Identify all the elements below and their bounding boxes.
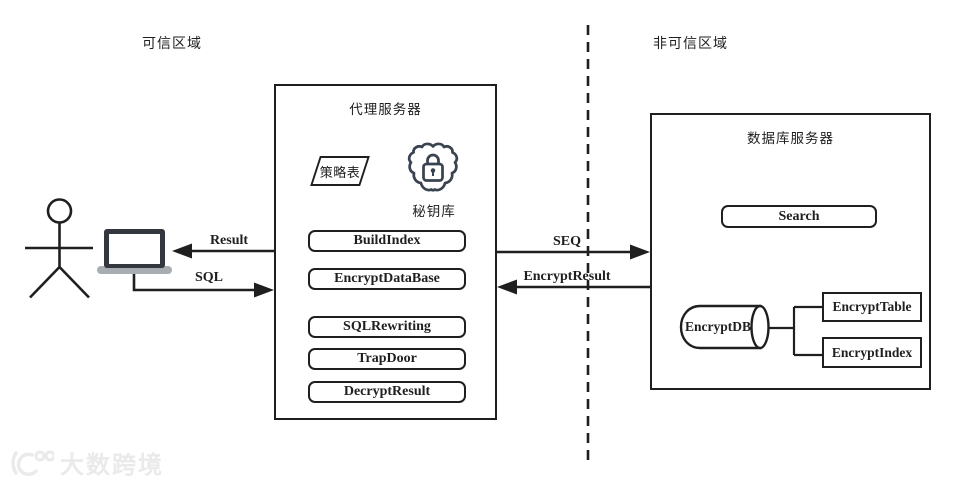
result-arrow bbox=[172, 243, 274, 259]
untrusted-zone-label: 非可信区域 bbox=[653, 37, 728, 52]
database-server-box bbox=[650, 113, 931, 390]
keystore-label: 秘钥库 bbox=[412, 204, 456, 219]
watermark-logo-icon bbox=[11, 450, 54, 476]
watermark-text: 大数跨境 bbox=[60, 453, 164, 479]
user-person-icon bbox=[25, 198, 93, 299]
encrypt-result-arrow bbox=[497, 279, 650, 295]
module-sql-rewriting: SQLRewriting bbox=[308, 316, 466, 338]
encrypt-db-connectors bbox=[768, 305, 822, 357]
policy-table-shape: 策略表 bbox=[310, 156, 370, 186]
module-encrypt-database: EncryptDataBase bbox=[308, 268, 466, 290]
encrypt-result-arrow-label: EncryptResult bbox=[523, 269, 611, 284]
encrypt-table-box: EncryptTable bbox=[822, 292, 922, 322]
watermark: 大数跨境 bbox=[8, 445, 164, 480]
keystore-shield-icon bbox=[407, 142, 459, 192]
module-build-index: BuildIndex bbox=[308, 230, 466, 252]
proxy-server-box bbox=[274, 84, 497, 420]
policy-table-label: 策略表 bbox=[319, 164, 361, 180]
proxy-server-title: 代理服务器 bbox=[349, 102, 422, 117]
database-server-title: 数据库服务器 bbox=[747, 131, 834, 146]
search-box: Search bbox=[721, 205, 877, 228]
seq-arrow-label: SEQ bbox=[552, 234, 581, 249]
trusted-zone-label: 可信区域 bbox=[142, 37, 202, 52]
database-cylinder-icon bbox=[679, 304, 770, 350]
sql-arrow-label: SQL bbox=[194, 270, 223, 285]
encrypt-db-label: EncryptDB bbox=[684, 319, 751, 334]
seq-arrow bbox=[497, 244, 650, 260]
module-trap-door: TrapDoor bbox=[308, 348, 466, 370]
encrypt-index-box: EncryptIndex bbox=[822, 337, 922, 368]
client-laptop-icon bbox=[97, 229, 172, 274]
result-arrow-label: Result bbox=[209, 233, 249, 248]
module-decrypt-result: DecryptResult bbox=[308, 381, 466, 403]
sql-arrow bbox=[132, 272, 274, 298]
